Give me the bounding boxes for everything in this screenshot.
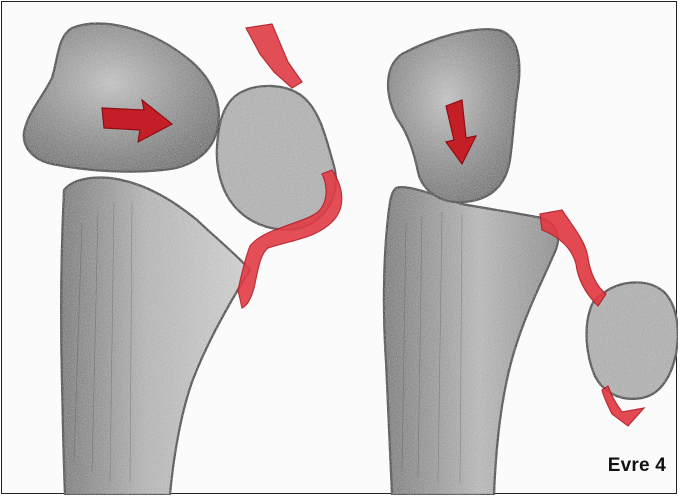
figure-label: Evre 4	[608, 455, 666, 477]
left-ligament	[246, 24, 302, 88]
left-carpal-bone	[24, 23, 219, 171]
right-long-bone	[384, 187, 558, 495]
left-round-bone	[217, 86, 336, 230]
left-long-bone	[61, 178, 250, 496]
